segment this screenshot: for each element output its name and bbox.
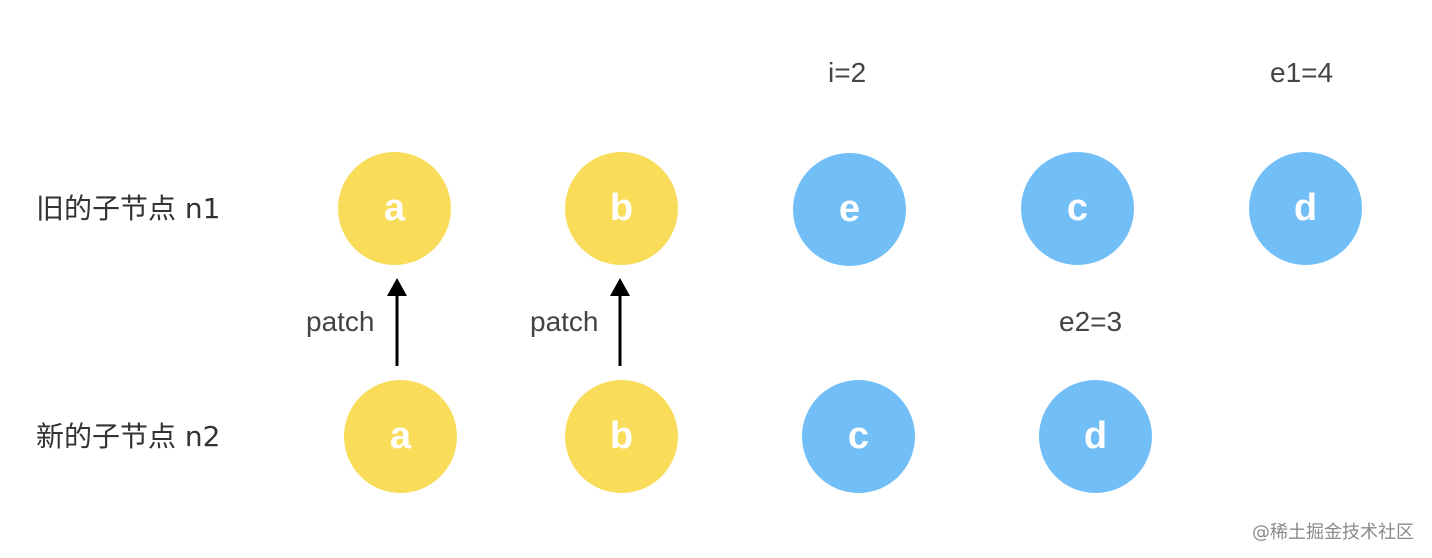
new-node-b-key: b <box>609 415 634 457</box>
new-node-c: c <box>802 380 915 493</box>
patch-arrow-a <box>387 278 407 366</box>
patch-arrow-b <box>610 278 630 366</box>
new-node-a-key: a <box>389 415 412 457</box>
index-e2-label: e2=3 <box>1059 306 1123 337</box>
old-node-c-key: c <box>1066 187 1089 229</box>
old-children-label: 旧的子节点 n1 <box>36 192 221 225</box>
old-node-e: e <box>793 153 906 266</box>
old-node-b: b <box>565 152 678 265</box>
old-node-e-key: e <box>838 188 861 230</box>
old-node-b-key: b <box>609 187 634 229</box>
new-node-b: b <box>565 380 678 493</box>
old-node-c: c <box>1021 152 1134 265</box>
new-node-a: a <box>344 380 457 493</box>
old-node-a-key: a <box>383 187 406 229</box>
new-children-label: 新的子节点 n2 <box>36 420 221 453</box>
old-node-d: d <box>1249 152 1362 265</box>
patch-label-b: patch <box>530 306 599 337</box>
new-node-d: d <box>1039 380 1152 493</box>
old-node-a: a <box>338 152 451 265</box>
patch-label-a: patch <box>306 306 375 337</box>
new-node-d-key: d <box>1083 415 1108 457</box>
index-e1-label: e1=4 <box>1270 57 1334 88</box>
watermark: @稀土掘金技术社区 <box>1252 522 1414 543</box>
new-node-c-key: c <box>847 415 870 457</box>
old-node-d-key: d <box>1293 187 1318 229</box>
index-i-label: i=2 <box>828 57 867 88</box>
